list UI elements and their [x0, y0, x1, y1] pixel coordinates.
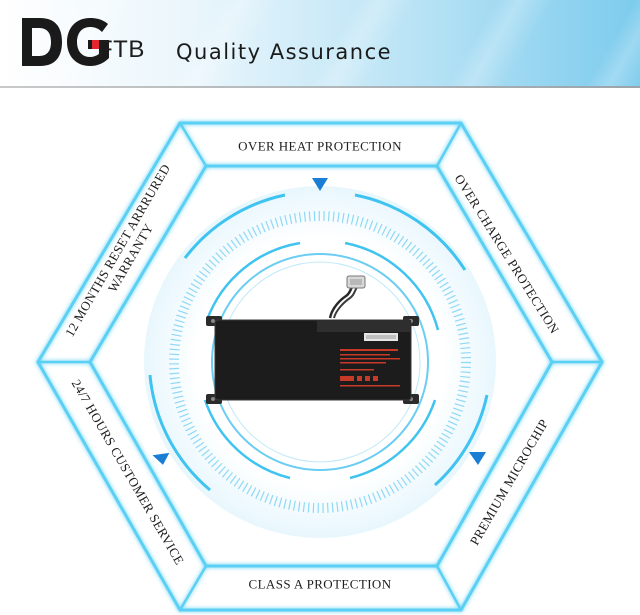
outer-ring-arcs: [148, 193, 489, 492]
page-title: Quality Assurance: [176, 40, 393, 64]
header-divider: [0, 86, 640, 88]
triangle-marker-icon: [312, 178, 328, 191]
inner-ring-arcs: [203, 241, 440, 480]
label-over-heat-protection: OVER HEAT PROTECTION: [238, 138, 402, 154]
logo-suffix: FTB: [98, 36, 145, 63]
tick-ring: [169, 211, 471, 513]
battery-label: [340, 349, 400, 387]
battery-image: [206, 275, 419, 404]
triangle-marker-icon: [469, 452, 486, 465]
hexagon-connectors: [38, 122, 602, 611]
hexagon-diagram: [36, 121, 604, 612]
brand-logo: [22, 18, 109, 66]
inner-circle: [211, 253, 429, 471]
label-class-a-protection: CLASS A PROTECTION: [248, 576, 392, 592]
triangle-marker-icon: [152, 452, 170, 465]
header-banner: FTB Quality Assurance: [0, 0, 640, 86]
